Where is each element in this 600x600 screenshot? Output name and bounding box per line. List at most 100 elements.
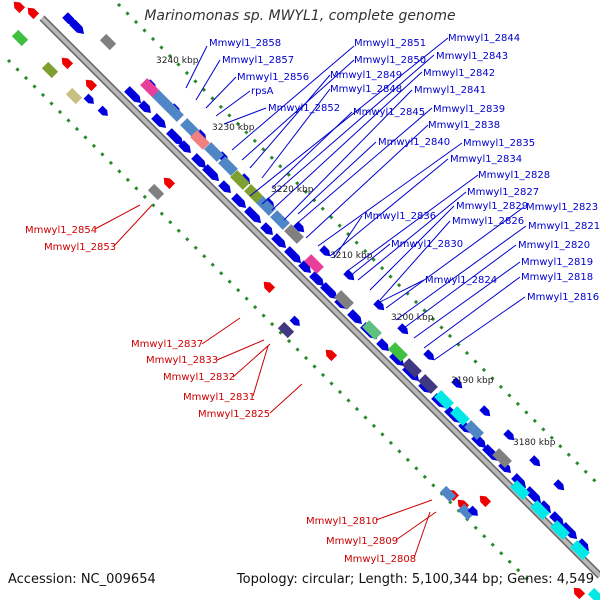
leader-line xyxy=(252,345,269,397)
gene-label[interactable]: Mmwyl1_2853 xyxy=(44,242,116,253)
gene-label[interactable]: Mmwyl1_2829 xyxy=(456,201,528,212)
gene-label[interactable]: Mmwyl1_2856 xyxy=(237,72,309,83)
gene-label[interactable]: Mmwyl1_2840 xyxy=(378,137,450,148)
gene-label[interactable]: Mmwyl1_2841 xyxy=(414,85,486,96)
gene-label[interactable]: Mmwyl1_2821 xyxy=(528,221,600,232)
leader-line xyxy=(395,511,437,541)
gene-label[interactable]: Mmwyl1_2830 xyxy=(391,239,463,250)
gene-shape xyxy=(298,260,311,273)
map-title: Marinomonas sp. MWYL1, complete genome xyxy=(144,8,456,24)
gene-label[interactable]: Mmwyl1_2854 xyxy=(25,225,97,236)
gene-label[interactable]: Mmwyl1_2837 xyxy=(131,339,203,350)
category-shape xyxy=(587,587,600,600)
gene-label[interactable]: Mmwyl1_2824 xyxy=(425,275,497,286)
gene-arrow xyxy=(27,7,40,20)
category-shape xyxy=(388,342,408,362)
gene-label[interactable]: Mmwyl1_2857 xyxy=(222,55,294,66)
category-shape xyxy=(530,500,550,520)
gene-label[interactable]: Mmwyl1_2844 xyxy=(448,33,520,44)
gene-label[interactable]: Mmwyl1_2850 xyxy=(354,55,426,66)
gene-arrow xyxy=(479,405,491,417)
gene-label[interactable]: Mmwyl1_2835 xyxy=(463,138,535,149)
gene-shape xyxy=(325,349,338,362)
category-block xyxy=(41,61,59,79)
gene-shape xyxy=(451,377,463,389)
leader-line xyxy=(216,339,265,361)
gene-label[interactable]: Mmwyl1_2825 xyxy=(198,409,270,420)
accession-text: Accession: NC_009654 xyxy=(8,572,156,587)
gene-label[interactable]: Mmwyl1_2848 xyxy=(330,84,402,95)
gene-label[interactable]: Mmwyl1_2851 xyxy=(354,38,426,49)
gene-shape xyxy=(244,206,262,224)
gene-label[interactable]: Mmwyl1_2816 xyxy=(527,292,599,303)
leader-line xyxy=(403,244,517,329)
gene-shape xyxy=(62,12,75,25)
category-block xyxy=(388,342,408,362)
leader-line xyxy=(269,383,303,414)
gene-arrow xyxy=(373,299,385,311)
category-shape xyxy=(190,130,210,150)
genome-backbone xyxy=(39,15,600,579)
gene-label[interactable]: Mmwyl1_2823 xyxy=(526,202,598,213)
gene-arrow xyxy=(503,429,515,441)
forward-label-leaders xyxy=(185,37,527,361)
gene-label[interactable]: Mmwyl1_2827 xyxy=(467,187,539,198)
gene-label[interactable]: Mmwyl1_2838 xyxy=(428,120,500,131)
gene-label[interactable]: Mmwyl1_2834 xyxy=(450,154,522,165)
gene-label[interactable]: Mmwyl1_2809 xyxy=(326,536,398,547)
category-block xyxy=(530,500,550,520)
gene-label[interactable]: Mmwyl1_2826 xyxy=(452,216,524,227)
gene-label[interactable]: Mmwyl1_2820 xyxy=(518,240,590,251)
category-shape xyxy=(147,183,165,201)
gene-shape xyxy=(529,455,541,467)
gene-label[interactable]: Mmwyl1_2833 xyxy=(146,355,218,366)
gene-shape xyxy=(479,405,491,417)
gene-shape xyxy=(320,282,338,300)
gene-label[interactable]: rpsA xyxy=(251,86,274,97)
gene-shape xyxy=(151,113,167,129)
gene-label[interactable]: Mmwyl1_2832 xyxy=(163,372,235,383)
gene-label[interactable]: Mmwyl1_2843 xyxy=(436,51,508,62)
gene-label[interactable]: Mmwyl1_2849 xyxy=(330,70,402,81)
category-shape xyxy=(99,33,117,51)
gene-arrow xyxy=(97,105,108,116)
leader-line xyxy=(369,205,455,291)
category-block xyxy=(284,224,304,244)
leader-line xyxy=(293,107,433,227)
category-shape xyxy=(140,78,160,98)
gene-arrow xyxy=(397,323,409,335)
gene-arrow xyxy=(538,500,551,513)
gene-label[interactable]: Mmwyl1_2845 xyxy=(353,107,425,118)
gene-arrow xyxy=(69,19,85,35)
category-shape xyxy=(492,448,512,468)
category-block xyxy=(147,183,165,201)
gene-label[interactable]: Mmwyl1_2858 xyxy=(209,38,281,49)
gene-arrow xyxy=(244,206,262,224)
leader-line xyxy=(201,317,241,345)
gene-label[interactable]: Mmwyl1_2818 xyxy=(521,272,593,283)
gene-arrow xyxy=(13,1,26,14)
gene-label[interactable]: Mmwyl1_2852 xyxy=(268,103,340,114)
gene-label[interactable]: Mmwyl1_2828 xyxy=(478,170,550,181)
category-shape xyxy=(334,290,354,310)
gene-label[interactable]: Mmwyl1_2819 xyxy=(521,257,593,268)
category-shape xyxy=(256,196,276,216)
category-block xyxy=(362,320,382,340)
category-block xyxy=(402,358,422,378)
gene-label[interactable]: Mmwyl1_2842 xyxy=(423,68,495,79)
gene-label[interactable]: Mmwyl1_2810 xyxy=(306,516,378,527)
guide-dots xyxy=(6,2,600,584)
category-block xyxy=(510,480,530,500)
category-block xyxy=(587,587,600,600)
gene-label[interactable]: Mmwyl1_2808 xyxy=(344,554,416,565)
leader-line xyxy=(433,296,526,361)
gene-label[interactable]: Mmwyl1_2839 xyxy=(433,104,505,115)
tick-label: 3220 kbp xyxy=(271,185,314,195)
gene-label[interactable]: Mmwyl1_2831 xyxy=(183,392,255,403)
gene-shape xyxy=(61,57,74,70)
category-block xyxy=(230,170,250,190)
gene-arrow xyxy=(467,505,478,516)
leader-line xyxy=(94,204,141,230)
gene-label[interactable]: Mmwyl1_2836 xyxy=(364,211,436,222)
category-track xyxy=(140,78,590,560)
